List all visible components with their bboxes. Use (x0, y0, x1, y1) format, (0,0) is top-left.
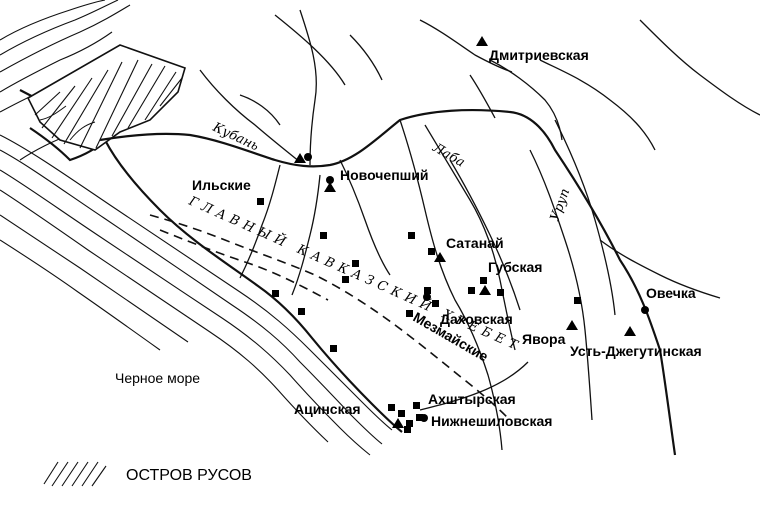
label-ovechka: Овечка (646, 285, 696, 301)
label-black-sea: Черное море (115, 370, 200, 386)
site-square-marker (416, 414, 423, 421)
site-triangle-marker (476, 36, 488, 46)
label-nizhneshilovskaya: Нижнешиловская (431, 413, 552, 429)
site-square-marker (330, 345, 337, 352)
site-square-marker (574, 297, 581, 304)
island-of-rus-hatched (26, 44, 186, 151)
site-dot-marker (304, 153, 312, 161)
site-triangle-marker (392, 418, 404, 428)
site-markers (257, 36, 649, 433)
site-dot-marker (641, 306, 649, 314)
legend-label: ОСТРОВ РУСОВ (126, 467, 252, 484)
site-square-marker (388, 404, 395, 411)
site-square-marker (398, 410, 405, 417)
site-square-marker (342, 276, 349, 283)
label-dmitrievskaya: Дмитриевская (489, 47, 589, 63)
label-urup: Уруп (548, 187, 574, 224)
site-square-marker (408, 232, 415, 239)
site-square-marker (497, 289, 504, 296)
legend-hatch-swatch (40, 461, 107, 487)
label-satanay: Сатанай (446, 235, 504, 251)
label-novochepshiy: Новочепший (340, 167, 429, 183)
site-square-marker (404, 426, 411, 433)
label-ilskie: Ильские (192, 177, 251, 193)
site-square-marker (257, 198, 264, 205)
label-dakhovskaya: Даховская (440, 311, 513, 327)
site-square-marker (406, 310, 413, 317)
site-triangle-marker (479, 285, 491, 295)
label-yavora: Явора (522, 331, 566, 347)
site-square-marker (320, 232, 327, 239)
site-square-marker (428, 248, 435, 255)
site-square-marker (298, 308, 305, 315)
site-triangle-marker (624, 326, 636, 336)
label-akhshtyrskaya: Ахштырская (428, 391, 516, 407)
site-triangle-marker (324, 182, 336, 192)
site-square-marker (406, 420, 413, 427)
site-triangle-marker (434, 252, 446, 262)
site-triangle-marker (294, 153, 306, 163)
site-dot-marker (423, 293, 431, 301)
label-kuban: Кубань (209, 120, 261, 155)
site-square-marker (432, 300, 439, 307)
label-gubskaya: Губская (488, 259, 542, 275)
site-square-marker (352, 260, 359, 267)
site-dot-marker (420, 414, 428, 422)
ridge-label: ГЛАВНЫЙ КАВКАЗСКИЙ ХРЕБЕТ (185, 191, 525, 355)
label-ust-dzhegutinskaya: Усть-Джегутинская (570, 343, 702, 359)
site-square-marker (424, 287, 431, 294)
main-caucasus-ridge: ГЛАВНЫЙ КАВКАЗСКИЙ ХРЕБЕТ (149, 191, 525, 421)
site-square-marker (480, 277, 487, 284)
site-square-marker (413, 402, 420, 409)
label-atsinskaya: Ацинская (294, 401, 361, 417)
site-dot-marker (326, 176, 334, 184)
rivers (99, 9, 760, 456)
site-triangle-marker (566, 320, 578, 330)
label-laba: Лаба (429, 140, 467, 171)
coastline (0, 0, 403, 456)
legend: ОСТРОВ РУСОВ (40, 461, 252, 487)
site-square-marker (468, 287, 475, 294)
site-square-marker (272, 290, 279, 297)
